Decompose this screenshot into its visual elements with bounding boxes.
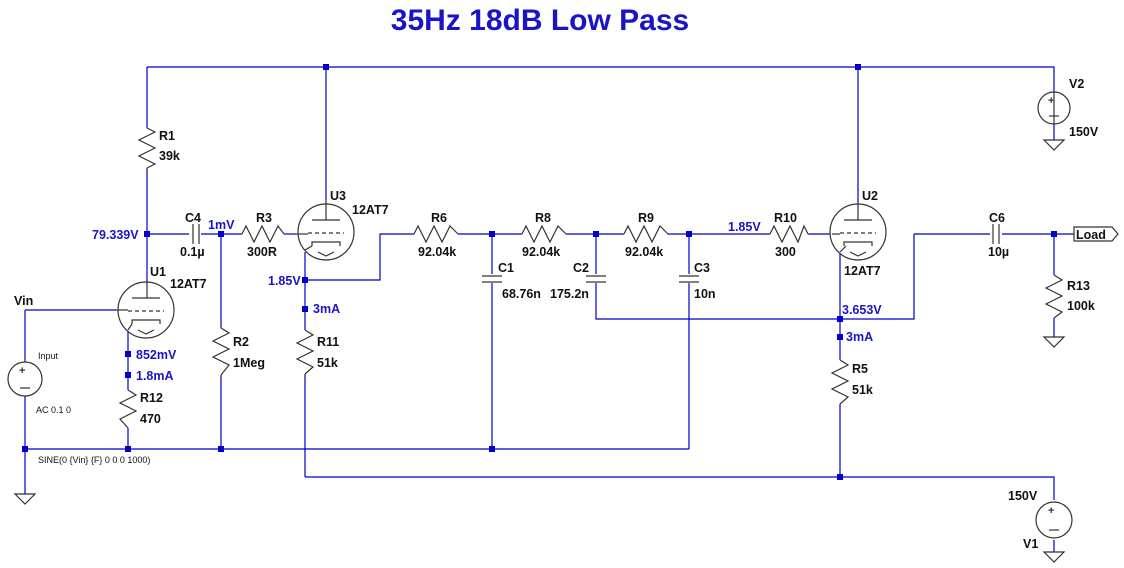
c6-value: 10µ: [988, 245, 1009, 259]
port-load[interactable]: Load: [1073, 226, 1119, 242]
annot-u1-cathode: 852mV: [136, 348, 177, 362]
resistor-r5[interactable]: R5 51k: [830, 359, 873, 405]
r10-value: 300: [775, 245, 796, 259]
c2-ref: C2: [573, 261, 589, 275]
capacitor-c1[interactable]: C1 68.76n: [482, 261, 541, 301]
v2-value: 150V: [1069, 125, 1099, 139]
r3-ref: R3: [256, 211, 272, 225]
resistor-r6[interactable]: R6 92.04k: [413, 211, 459, 259]
capacitor-c3[interactable]: C3 10n: [679, 261, 716, 301]
annot-u2-current: 3mA: [846, 330, 873, 344]
r3-value: 300R: [247, 245, 277, 259]
r5-value: 51k: [852, 383, 873, 397]
r1-ref: R1: [159, 129, 175, 143]
operating-point-annotations: 79.339V 1mV 1.85V 3mA 852mV 1.8mA 1.85V …: [92, 218, 882, 383]
c4-ref: C4: [185, 211, 201, 225]
port-load-label: Load: [1076, 228, 1106, 242]
ground-symbol-r13: [1042, 336, 1066, 348]
junction-dots: [22, 64, 1057, 480]
r5-ref: R5: [852, 362, 868, 376]
r10-ref: R10: [774, 211, 797, 225]
r9-ref: R9: [638, 211, 654, 225]
annot-c4-out: 1mV: [208, 218, 235, 232]
triode-u3[interactable]: U3 12AT7: [296, 189, 389, 261]
resistor-r8[interactable]: R8 92.04k: [521, 211, 567, 259]
c2-value: 175.2n: [550, 287, 589, 301]
wires: [24, 66, 1074, 552]
v1-value: 150V: [1008, 489, 1038, 503]
input-source-sine: SINE(0 {Vin} {F} 0 0 0 1000): [38, 455, 150, 465]
triode-u1[interactable]: U1 12AT7: [116, 265, 207, 339]
schematic-title: 35Hz 18dB Low Pass: [391, 4, 689, 37]
v1-ref: V1: [1023, 537, 1038, 551]
r11-ref: R11: [317, 335, 339, 349]
v2-ref: V2: [1069, 77, 1084, 91]
resistor-r2[interactable]: R2 1Meg: [211, 327, 265, 376]
u2-ref: U2: [862, 189, 878, 203]
u2-model: 12AT7: [844, 264, 881, 278]
r2-ref: R2: [233, 335, 249, 349]
ground-symbol-input: [13, 493, 37, 505]
resistor-r13[interactable]: R13 100k: [1044, 274, 1095, 319]
u1-ref: U1: [150, 265, 166, 279]
c3-ref: C3: [694, 261, 710, 275]
capacitor-c6[interactable]: C6 10µ: [988, 211, 1009, 259]
r8-ref: R8: [535, 211, 551, 225]
c4-value: 0.1µ: [180, 245, 205, 259]
v1-plus-sign: +: [1048, 505, 1054, 517]
capacitor-c2[interactable]: C2 175.2n: [550, 261, 606, 301]
c6-ref: C6: [989, 211, 1005, 225]
vin-plus-sign: +: [19, 365, 25, 377]
c1-value: 68.76n: [502, 287, 541, 301]
voltage-source-input[interactable]: + Input AC 0.1 0 SINE(0 {Vin} {F} 0 0 0 …: [7, 351, 150, 465]
c1-ref: C1: [498, 261, 514, 275]
u3-model: 12AT7: [352, 203, 389, 217]
r11-value: 51k: [317, 356, 338, 370]
r13-value: 100k: [1067, 299, 1095, 313]
annot-u2-grid: 1.85V: [728, 220, 761, 234]
capacitor-c4[interactable]: C4 0.1µ: [180, 211, 205, 259]
resistor-r12[interactable]: R12 470: [118, 389, 163, 429]
v2-plus-sign: +: [1048, 95, 1054, 107]
input-source-ac: AC 0.1 0: [36, 405, 71, 415]
ground-symbol-v2: [1042, 139, 1066, 151]
net-label-vin: Vin: [14, 294, 33, 308]
annot-u3-current: 3mA: [313, 302, 340, 316]
annot-u2-cathode: 3.653V: [842, 303, 882, 317]
ground-symbol-v1: [1042, 551, 1066, 563]
r6-value: 92.04k: [418, 245, 456, 259]
triode-u2[interactable]: U2 12AT7: [829, 189, 887, 278]
resistor-r11[interactable]: R11 51k: [295, 329, 339, 375]
u3-ref: U3: [330, 189, 346, 203]
annot-u1-current: 1.8mA: [136, 369, 174, 383]
resistor-r1[interactable]: R1 39k: [137, 127, 180, 169]
u1-model: 12AT7: [170, 277, 207, 291]
r12-value: 470: [140, 412, 161, 426]
resistor-r9[interactable]: R9 92.04k: [623, 211, 669, 259]
c3-value: 10n: [694, 287, 716, 301]
voltage-source-v2[interactable]: + V2 150V: [1037, 77, 1099, 139]
voltage-source-v1[interactable]: + 150V V1: [1008, 489, 1073, 551]
r8-value: 92.04k: [522, 245, 560, 259]
r1-value: 39k: [159, 149, 180, 163]
resistor-r3[interactable]: R3 300R: [241, 211, 285, 259]
resistor-r10[interactable]: R10 300: [769, 211, 809, 259]
r13-ref: R13: [1067, 279, 1090, 293]
r6-ref: R6: [431, 211, 447, 225]
annot-u1-plate: 79.339V: [92, 228, 139, 242]
r2-value: 1Meg: [233, 356, 265, 370]
input-source-name: Input: [38, 351, 59, 361]
annot-u3-cathode: 1.85V: [268, 274, 301, 288]
r9-value: 92.04k: [625, 245, 663, 259]
r12-ref: R12: [140, 391, 163, 405]
